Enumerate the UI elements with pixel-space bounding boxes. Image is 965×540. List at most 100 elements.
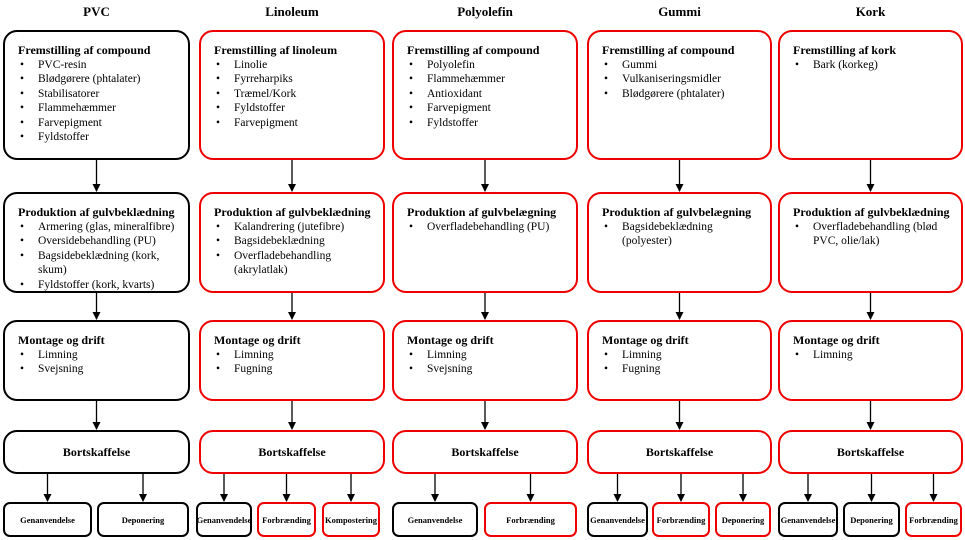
bullet-item: Stabilisatorer — [18, 87, 178, 102]
box-title: Produktion af gulvbeklædning — [18, 205, 175, 219]
outcome-box: Forbrænding — [905, 502, 962, 537]
bullet-item: PVC-resin — [18, 58, 178, 73]
bullet-item: Svejsning — [18, 362, 178, 377]
bullet-item: Fyldstoffer — [407, 116, 566, 131]
bullet-item: Bark (korkeg) — [793, 58, 951, 73]
process-box-step1: Fremstilling af compoundPVC-resinBlødgør… — [3, 30, 190, 160]
bullet-item: Linolie — [214, 58, 373, 73]
column-header: PVC — [83, 4, 110, 19]
bullet-item: Fyldstoffer — [18, 130, 178, 145]
bullet-item: Oversidebehandling (PU) — [18, 234, 178, 249]
bullet-item: Antioxidant — [407, 87, 566, 102]
process-box-step2: Produktion af gulvbelægningOverfladebeha… — [392, 192, 578, 293]
bullet-item: Blødgørere (phtalater) — [18, 72, 178, 87]
bullet-item: Overfladebehandling (akrylatlak) — [214, 249, 373, 278]
outcome-box: Deponering — [843, 502, 900, 537]
process-box-step2: Produktion af gulvbeklædningOverfladebeh… — [778, 192, 963, 293]
process-box-step3: Montage og driftLimningSvejsning — [3, 320, 190, 401]
box-title: Fremstilling af linoleum — [214, 43, 338, 57]
box-title: Montage og drift — [214, 333, 301, 347]
outcome-box: Deponering — [715, 502, 771, 537]
box-title: Produktion af gulvbelægning — [407, 205, 557, 219]
box-title: Fremstilling af compound — [602, 43, 735, 57]
bullet-list: Overfladebehandling (PU) — [407, 220, 566, 235]
bullet-item: Overfladebehandling (blød PVC, olie/lak) — [793, 220, 951, 249]
outcome-box: Genanvendelse — [587, 502, 648, 537]
column-header: Linoleum — [265, 4, 319, 19]
bullet-list: Armering (glas, mineralfibre)Oversidebeh… — [18, 220, 178, 293]
bullet-item: Farvepigment — [18, 116, 178, 131]
bullet-item: Fyldstoffer (kork, kvarts) — [18, 278, 178, 293]
column-header: Kork — [855, 4, 886, 19]
outcome-box: Genanvendelse — [392, 502, 478, 537]
process-box-step3: Montage og driftLimningFugning — [587, 320, 772, 401]
process-box-step3: Montage og driftLimningSvejsning — [392, 320, 578, 401]
box-title: Fremstilling af kork — [793, 43, 897, 57]
bullet-list: LimningFugning — [602, 348, 760, 377]
process-box-step2: Produktion af gulvbeklædningArmering (gl… — [3, 192, 190, 293]
box-title: Montage og drift — [407, 333, 494, 347]
process-box-step1: Fremstilling af compoundPolyolefinFlamme… — [392, 30, 578, 160]
bullet-item: Bagsidebeklædning — [214, 234, 373, 249]
outcome-box: Forbrænding — [652, 502, 710, 537]
bullet-item: Træmel/Kork — [214, 87, 373, 102]
process-box-step1: Fremstilling af linoleumLinolieFyrreharp… — [199, 30, 385, 160]
bullet-item: Bagsidebeklædning (kork, skum) — [18, 249, 178, 278]
bullet-item: Limning — [18, 348, 178, 363]
bullet-list: GummiVulkaniseringsmidlerBlødgørere (pht… — [602, 58, 760, 102]
bullet-item: Limning — [407, 348, 566, 363]
bullet-list: Kalandrering (jutefibre)Bagsidebeklædnin… — [214, 220, 373, 278]
bullet-list: LinolieFyrreharpiksTræmel/KorkFyldstoffe… — [214, 58, 373, 131]
bullet-list: PolyolefinFlammehæmmerAntioxidantFarvepi… — [407, 58, 566, 131]
column-header: Gummi — [658, 4, 701, 19]
bullet-list: Bagsidebeklædning (polyester) — [602, 220, 760, 249]
process-box-step1: Fremstilling af korkBark (korkeg) — [778, 30, 963, 160]
bullet-item: Flammehæmmer — [18, 101, 178, 116]
bullet-item: Limning — [793, 348, 951, 363]
bullet-item: Farvepigment — [214, 116, 373, 131]
outcome-box: Forbrænding — [484, 502, 577, 537]
bullet-list: Bark (korkeg) — [793, 58, 951, 73]
bullet-list: LimningFugning — [214, 348, 373, 377]
bullet-item: Gummi — [602, 58, 760, 73]
bullet-list: LimningSvejsning — [407, 348, 566, 377]
disposal-box: Bortskaffelse — [3, 430, 190, 474]
box-title: Montage og drift — [793, 333, 880, 347]
box-title: Produktion af gulvbelægning — [602, 205, 752, 219]
bullet-list: LimningSvejsning — [18, 348, 178, 377]
bullet-item: Fyrreharpiks — [214, 72, 373, 87]
process-box-step3: Montage og driftLimning — [778, 320, 963, 401]
outcome-box: Genanvendelse — [3, 502, 92, 537]
bullet-item: Armering (glas, mineralfibre) — [18, 220, 178, 235]
bullet-item: Flammehæmmer — [407, 72, 566, 87]
bullet-item: Polyolefin — [407, 58, 566, 73]
bullet-item: Vulkaniseringsmidler — [602, 72, 760, 87]
bullet-item: Fugning — [214, 362, 373, 377]
box-title: Produktion af gulvbeklædning — [214, 205, 371, 219]
outcome-box: Genanvendelse — [778, 502, 838, 537]
bullet-item: Fyldstoffer — [214, 101, 373, 116]
outcome-box: Deponering — [97, 502, 189, 537]
bullet-item: Overfladebehandling (PU) — [407, 220, 566, 235]
bullet-item: Svejsning — [407, 362, 566, 377]
bullet-list: Limning — [793, 348, 951, 363]
outcome-box: Kompostering — [322, 502, 380, 537]
box-title: Produktion af gulvbeklædning — [793, 205, 950, 219]
column-header: Polyolefin — [457, 4, 513, 19]
disposal-box: Bortskaffelse — [587, 430, 772, 474]
bullet-item: Limning — [602, 348, 760, 363]
bullet-list: Overfladebehandling (blød PVC, olie/lak) — [793, 220, 951, 249]
box-title: Montage og drift — [18, 333, 105, 347]
disposal-box: Bortskaffelse — [778, 430, 963, 474]
bullet-item: Bagsidebeklædning (polyester) — [602, 220, 760, 249]
bullet-item: Limning — [214, 348, 373, 363]
bullet-item: Farvepigment — [407, 101, 566, 116]
process-box-step2: Produktion af gulvbelægningBagsidebeklæd… — [587, 192, 772, 293]
process-box-step2: Produktion af gulvbeklædningKalandrering… — [199, 192, 385, 293]
process-box-step1: Fremstilling af compoundGummiVulkaniseri… — [587, 30, 772, 160]
disposal-box: Bortskaffelse — [392, 430, 578, 474]
box-title: Montage og drift — [602, 333, 689, 347]
bullet-list: PVC-resinBlødgørere (phtalater)Stabilisa… — [18, 58, 178, 145]
